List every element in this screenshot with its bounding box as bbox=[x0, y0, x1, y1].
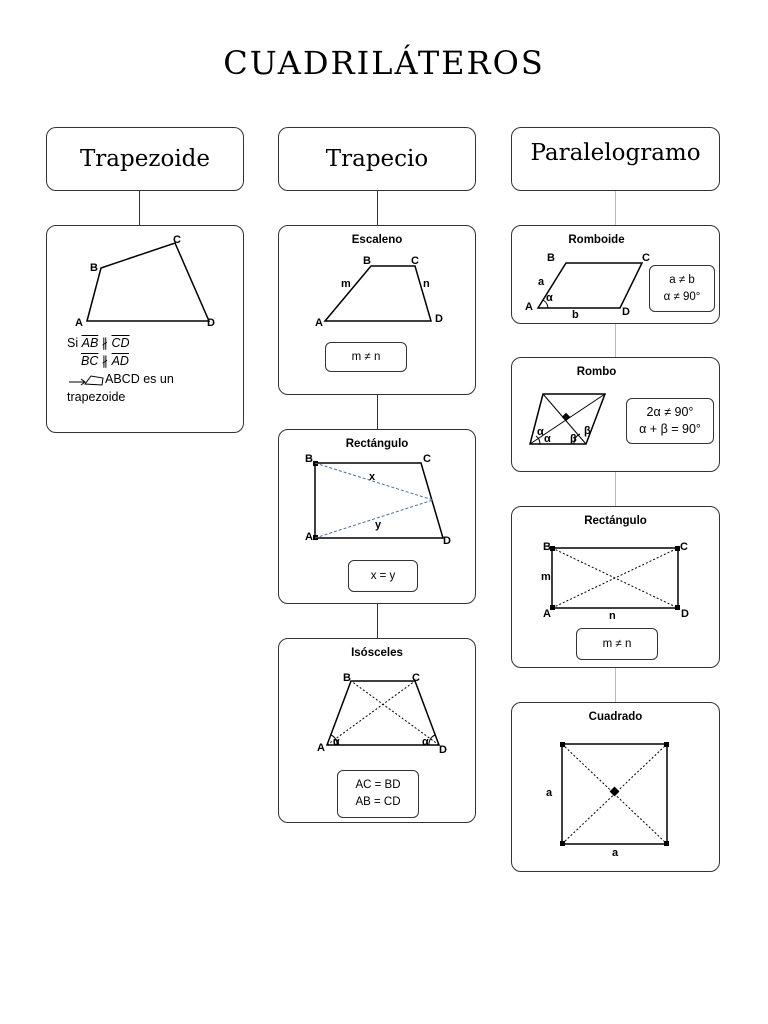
diagram-label: m bbox=[341, 278, 351, 290]
diagram-label: A bbox=[305, 531, 313, 543]
rombo-diagram: α α β β bbox=[529, 393, 607, 445]
cuadrado-card: Cuadrado a a bbox=[511, 702, 720, 872]
diagram-label: a bbox=[538, 276, 545, 288]
diagram-label: D bbox=[435, 313, 443, 325]
diagram-label: C bbox=[642, 252, 650, 264]
diagram-label: D bbox=[622, 306, 630, 318]
trapecio-isosceles-card: Isósceles A B C D α α AC = BD AB = CD bbox=[278, 638, 476, 823]
isosceles-label: Isósceles bbox=[351, 647, 403, 659]
connector-line bbox=[377, 604, 379, 638]
rombo-card: Rombo α α β β 2α ≠ 90° α + β = 90° bbox=[511, 357, 720, 472]
rombo-relation: 2α ≠ 90° α + β = 90° bbox=[626, 398, 714, 444]
paralelogramo-rectangulo-diagram: B C A D m n bbox=[541, 541, 689, 622]
paralelogramo-rectangulo-relation: m ≠ n bbox=[576, 628, 658, 660]
diagram-label: A bbox=[315, 317, 323, 329]
trapezoide-card: A B C D Si AB ∦ CD BC ∦ AD ABCD es un tr… bbox=[46, 225, 244, 433]
trapecio-rectangulo-relation: x = y bbox=[348, 560, 418, 592]
trapecio-rectangulo-diagram: B C A D x y bbox=[305, 453, 451, 547]
header-trapecio-label: Trapecio bbox=[325, 146, 429, 172]
diagram-label: β bbox=[584, 425, 591, 437]
diagram-label: D bbox=[439, 744, 447, 756]
diagram-label: m bbox=[541, 571, 551, 583]
isosceles-relation: AC = BD AB = CD bbox=[337, 770, 419, 818]
header-trapezoide-label: Trapezoide bbox=[79, 146, 211, 172]
connector-line bbox=[615, 668, 617, 702]
trapecio-rectangulo-label: Rectángulo bbox=[345, 438, 409, 450]
page-title: CUADRILÁTEROS bbox=[223, 44, 545, 82]
diagram-label: B bbox=[343, 672, 351, 684]
header-trapezoide: Trapezoide bbox=[46, 127, 244, 191]
rombo-label: Rombo bbox=[576, 366, 617, 378]
cuadrado-diagram: a a bbox=[546, 742, 669, 859]
vertex-label: D bbox=[207, 317, 215, 329]
isosceles-diagram: A B C D α α bbox=[317, 672, 447, 756]
diagram-label: α bbox=[546, 292, 553, 304]
diagram-label: D bbox=[443, 535, 451, 547]
diagram-label: B bbox=[363, 255, 371, 267]
diagram-label: C bbox=[680, 541, 688, 553]
connector-line bbox=[615, 191, 617, 225]
connector-line bbox=[615, 324, 617, 357]
vertex-label: A bbox=[75, 317, 83, 329]
diagram-label: B bbox=[543, 541, 551, 553]
romboide-card: Romboide A B C D a b α a ≠ b α ≠ 90° bbox=[511, 225, 720, 324]
header-paralelogramo-label: Paralelogramo bbox=[530, 140, 701, 166]
escaleno-diagram: A B C D m n bbox=[315, 255, 443, 329]
diagram-label: C bbox=[423, 453, 431, 465]
romboide-diagram: A B C D a b α bbox=[525, 252, 650, 321]
connector-line bbox=[377, 191, 379, 225]
vertex-label: B bbox=[90, 262, 98, 274]
connector-line bbox=[615, 472, 617, 506]
diagram-label: D bbox=[681, 608, 689, 620]
diagram-label: B bbox=[547, 252, 555, 264]
diagram-label: b bbox=[572, 309, 579, 321]
escaleno-relation: m ≠ n bbox=[325, 342, 407, 372]
diagram-label: α bbox=[333, 736, 340, 748]
diagram-label: y bbox=[375, 519, 382, 531]
diagram-label: A bbox=[543, 608, 551, 620]
trapezoide-diagram: A B C D bbox=[69, 234, 215, 386]
diagram-label: a bbox=[612, 847, 619, 859]
diagram-label: A bbox=[317, 742, 325, 754]
connector-line bbox=[377, 395, 379, 429]
diagram-label: n bbox=[609, 610, 616, 622]
header-trapecio: Trapecio bbox=[278, 127, 476, 191]
romboide-label: Romboide bbox=[568, 234, 625, 246]
diagram-label: a bbox=[546, 787, 553, 799]
header-paralelogramo: Paralelogramo bbox=[511, 127, 720, 191]
diagram-label: n bbox=[423, 278, 430, 290]
trapecio-escaleno-card: Escaleno A B C D m n m ≠ n bbox=[278, 225, 476, 395]
diagram-label: C bbox=[412, 672, 420, 684]
escaleno-label: Escaleno bbox=[351, 234, 403, 246]
vertex-label: C bbox=[173, 234, 181, 246]
romboide-relation: a ≠ b α ≠ 90° bbox=[649, 265, 715, 312]
paralelogramo-rectangulo-card: Rectángulo B C A D m n m ≠ n bbox=[511, 506, 720, 668]
diagram-label: β bbox=[570, 433, 577, 445]
diagram-label: C bbox=[411, 255, 419, 267]
diagram-label: α bbox=[544, 433, 551, 445]
connector-line bbox=[139, 191, 141, 225]
diagram-label: x bbox=[369, 471, 376, 483]
cuadrado-label: Cuadrado bbox=[588, 711, 643, 723]
diagram-label: A bbox=[525, 301, 533, 313]
diagram-label: B bbox=[305, 453, 313, 465]
trapezoide-condition: Si AB ∦ CD BC ∦ AD ABCD es un trapezoide bbox=[67, 336, 174, 404]
paralelogramo-rectangulo-label: Rectángulo bbox=[584, 515, 647, 527]
diagram-label: α bbox=[537, 426, 544, 438]
diagram-label: α bbox=[422, 736, 429, 748]
trapecio-rectangulo-card: Rectángulo B C A D x y x = y bbox=[278, 429, 476, 604]
